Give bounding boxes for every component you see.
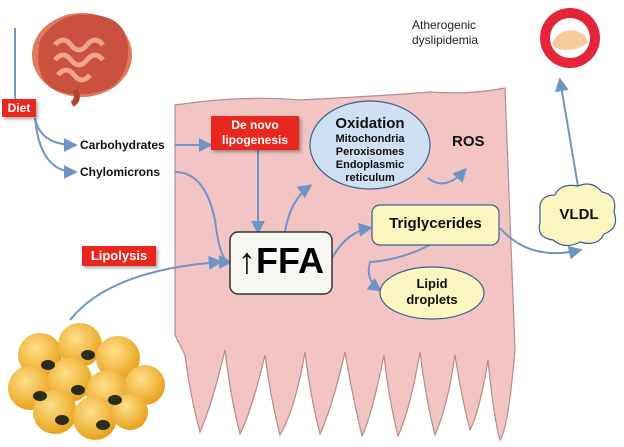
- ffa-label: ↑FFA: [238, 240, 324, 281]
- vldl-cloud: [538, 183, 617, 247]
- arrow-diet-chylomicrons: [34, 117, 78, 179]
- hepatocyte-shape: [174, 87, 516, 442]
- oxidation-bubble: [309, 100, 431, 190]
- artery-cross-section-icon: [540, 8, 600, 68]
- triglycerides-box: [371, 204, 500, 246]
- de-novo-lipogenesis-label: De novo lipogenesis: [211, 116, 299, 150]
- intestine-icon: [32, 13, 132, 107]
- adipocytes-icon: [8, 323, 165, 440]
- oxidation-item-reticulum: reticulum: [345, 172, 395, 184]
- ros-label: ROS: [452, 133, 485, 150]
- oxidation-item-mitochondria: Mitochondria: [335, 133, 405, 145]
- carbohydrates-label: Carbohydrates: [80, 138, 165, 152]
- oxidation-title: Oxidation: [335, 115, 405, 132]
- arrow-lipolysis-ffa: [69, 255, 223, 321]
- oxidation-item-peroxisomes: Peroxisomes: [335, 146, 405, 158]
- diet-label: Diet: [2, 99, 36, 117]
- lipolysis-label: Lipolysis: [82, 246, 156, 266]
- chylomicrons-label: Chylomicrons: [80, 165, 161, 179]
- arrow-diet-carbohydrates: [34, 117, 78, 152]
- arrow-tg-vldl: [499, 227, 583, 260]
- ffa-box: [229, 231, 333, 295]
- arrow-vldl-artery: [554, 77, 581, 199]
- arrow-chylomicrons-ffa: [174, 171, 233, 269]
- arrow-intestine-diet: [14, 28, 31, 111]
- oxidation-item-endoplasmic: Endoplasmic: [335, 159, 405, 171]
- lipid-droplets-label: Lipid droplets: [406, 276, 458, 307]
- lipid-droplets-bubble: [379, 266, 485, 320]
- atherogenic-label: Atherogenic dyslipidemia: [412, 18, 479, 47]
- arrow-ffa-oxidation: [284, 184, 313, 233]
- triglycerides-label: Triglycerides: [389, 215, 482, 232]
- arrow-oxidation-ros: [427, 167, 467, 185]
- vldl-label: VLDL: [559, 206, 599, 223]
- arrow-tg-lipid-droplets: [366, 244, 431, 292]
